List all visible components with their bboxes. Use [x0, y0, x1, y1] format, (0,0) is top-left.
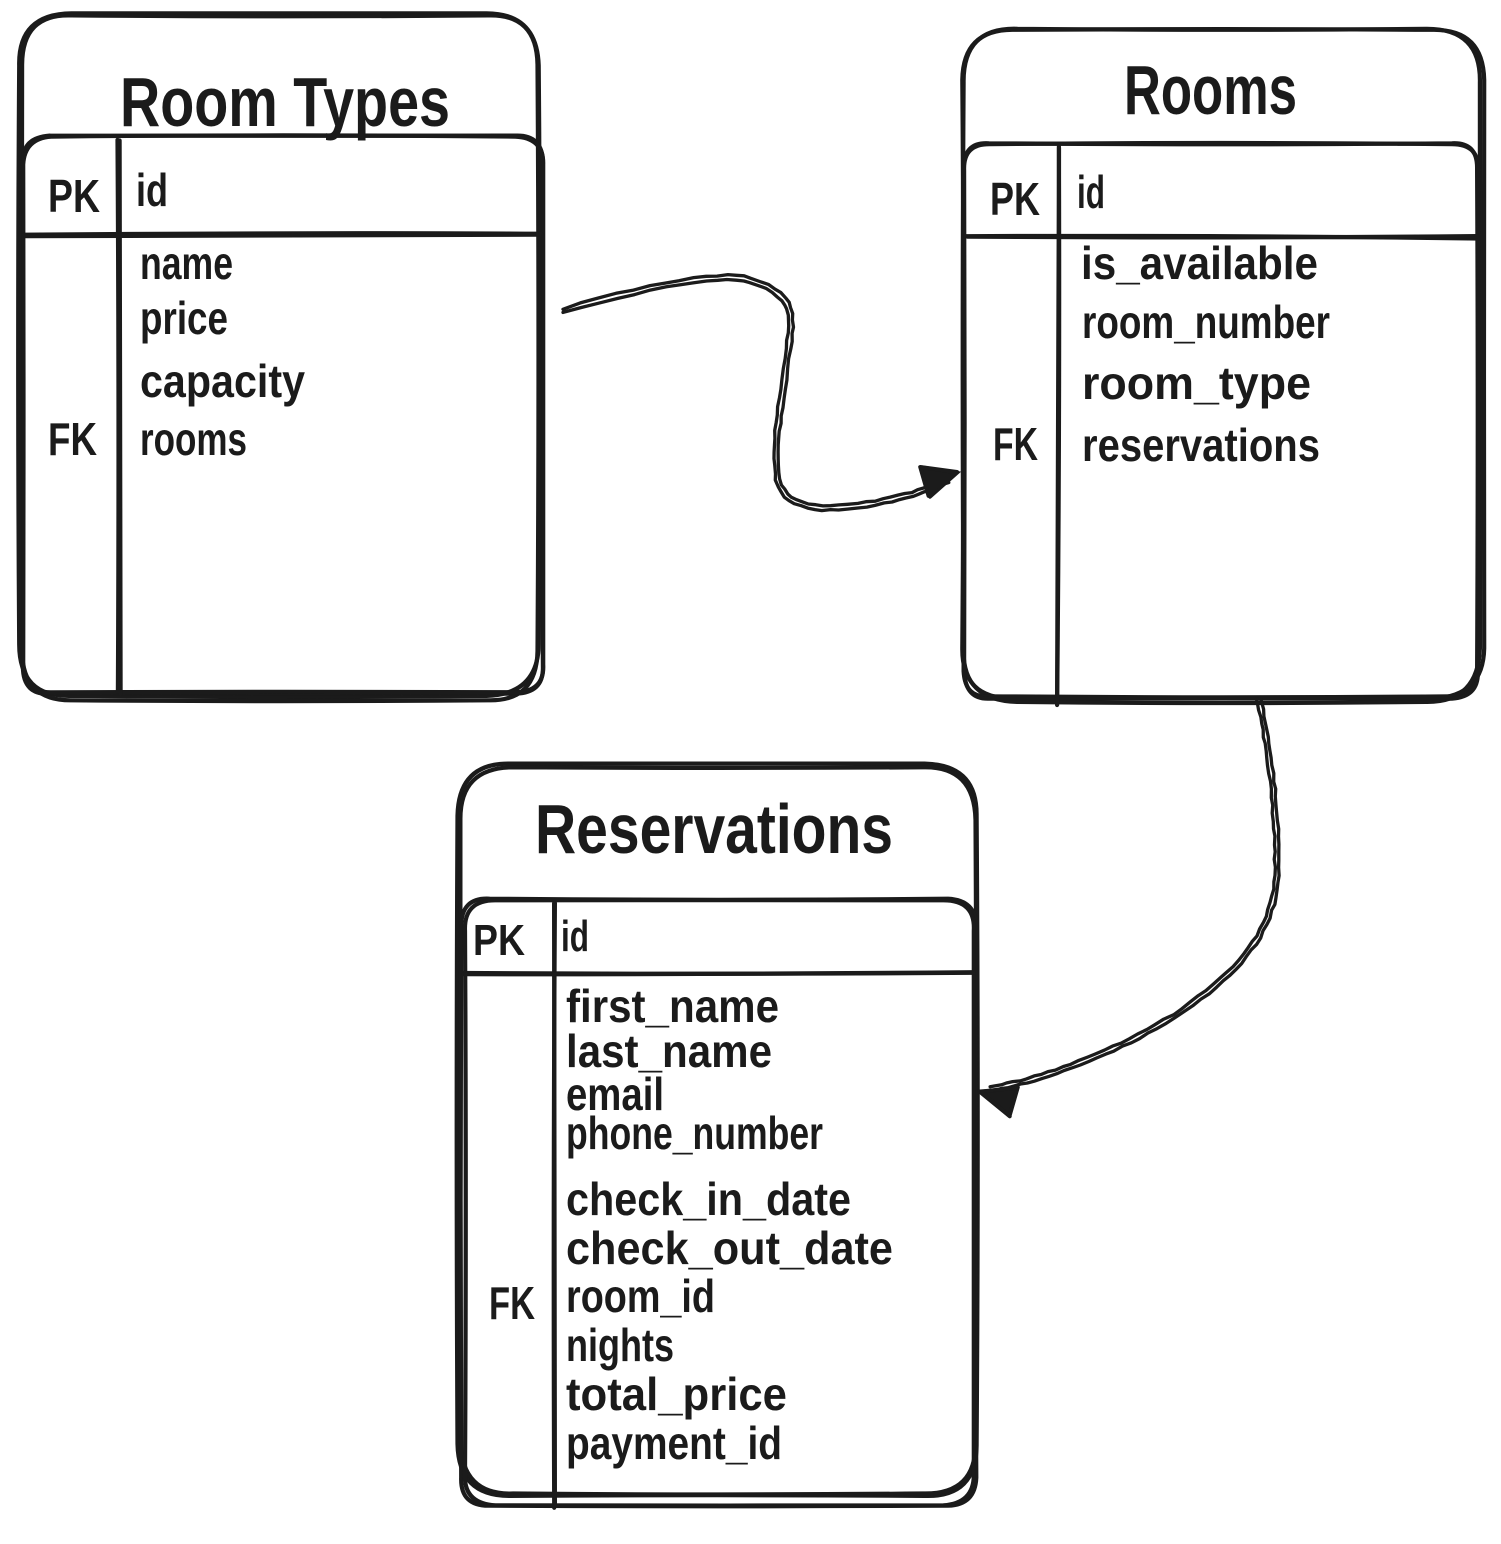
svg-text:rooms: rooms: [140, 413, 247, 465]
svg-text:reservations: reservations: [1082, 419, 1320, 471]
svg-text:payment_id: payment_id: [566, 1417, 782, 1469]
svg-text:phone_number: phone_number: [566, 1107, 823, 1159]
svg-text:room_number: room_number: [1082, 296, 1330, 348]
svg-text:PK: PK: [48, 170, 100, 222]
svg-text:nights: nights: [566, 1319, 674, 1371]
svg-text:FK: FK: [489, 1277, 535, 1329]
svg-text:last_name: last_name: [566, 1025, 772, 1077]
svg-text:room_type: room_type: [1082, 357, 1311, 409]
svg-text:is_available: is_available: [1081, 237, 1318, 289]
svg-text:PK: PK: [990, 173, 1040, 225]
svg-text:email: email: [566, 1068, 664, 1120]
svg-text:FK: FK: [48, 413, 97, 465]
svg-text:first_name: first_name: [566, 980, 779, 1032]
svg-text:PK: PK: [473, 916, 525, 965]
svg-text:name: name: [140, 237, 233, 289]
svg-text:capacity: capacity: [140, 355, 305, 407]
svg-text:price: price: [140, 292, 228, 344]
svg-text:total_price: total_price: [566, 1368, 787, 1420]
svg-text:room_id: room_id: [566, 1270, 715, 1322]
svg-text:Reservations: Reservations: [535, 790, 893, 868]
svg-text:Rooms: Rooms: [1124, 51, 1297, 129]
svg-text:check_out_date: check_out_date: [566, 1222, 893, 1274]
svg-text:check_in_date: check_in_date: [566, 1173, 851, 1225]
svg-text:id: id: [1077, 166, 1105, 218]
svg-text:Room Types: Room Types: [120, 63, 450, 141]
svg-text:FK: FK: [993, 418, 1038, 470]
svg-text:id: id: [136, 164, 168, 216]
svg-text:id: id: [561, 912, 589, 961]
